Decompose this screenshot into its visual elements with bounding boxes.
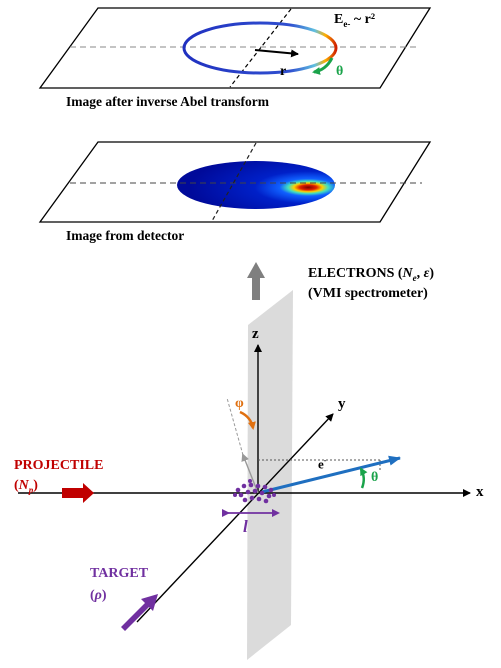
target-rho: (ρ): [90, 588, 107, 603]
y-axis: [136, 413, 334, 623]
abel-panel: [38, 7, 432, 89]
vmi-label: (VMI spectrometer): [308, 286, 428, 301]
theta-arrow: [359, 467, 368, 489]
phi-vector: [241, 453, 259, 494]
electron-label: e-: [318, 456, 327, 472]
abel-dashed-vertical: [229, 8, 292, 88]
projectile-arrow: [62, 483, 94, 503]
abel-ring: [182, 21, 338, 75]
abel-plane: [38, 7, 432, 89]
projectile-label: PROJECTILE: [14, 458, 104, 473]
detector-image: [177, 161, 335, 209]
target-cloud: [233, 479, 276, 504]
phi-arrow: [239, 410, 256, 430]
target-label: TARGET: [90, 566, 149, 581]
electron-arrow: [261, 455, 401, 494]
z-plane: [247, 290, 293, 660]
abel-theta-arrow: [312, 57, 334, 75]
y-axis-label: y: [338, 396, 346, 412]
target-arrow: [121, 594, 158, 631]
abel-caption: Image after inverse Abel transform: [66, 94, 269, 109]
detector-panel: [38, 141, 432, 223]
z-axis-label: z: [252, 326, 259, 342]
electrons-label: ELECTRONS (Ne, ε): [308, 266, 435, 283]
electrons-up-arrow: [247, 262, 265, 300]
theta-label: θ: [371, 470, 379, 485]
x-axis-label: x: [476, 484, 484, 500]
projectile-np: (Np): [14, 478, 38, 495]
length-label: l: [243, 517, 248, 536]
interaction-scene: [18, 290, 471, 660]
abel-r-arrow: [254, 49, 299, 58]
energy-relation: Ee- ~ r²: [334, 12, 376, 29]
detector-dashed-vertical: [211, 142, 257, 222]
radius-label: r: [280, 64, 287, 79]
abel-theta-label: θ: [336, 64, 344, 79]
detector-caption: Image from detector: [66, 228, 185, 243]
phi-label: φ: [235, 396, 244, 411]
